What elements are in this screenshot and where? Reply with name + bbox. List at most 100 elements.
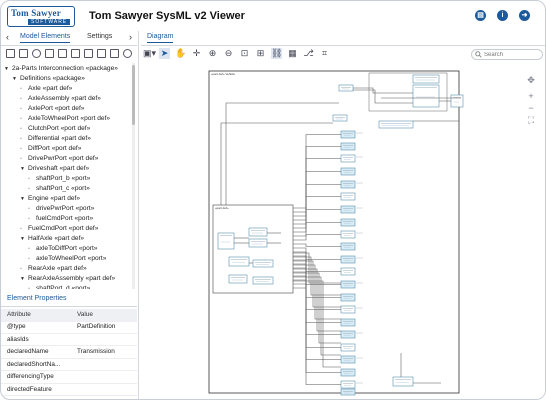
table-icon[interactable]: [84, 49, 93, 58]
document-icon[interactable]: ▤: [475, 10, 486, 21]
diagram-node[interactable]: [252, 276, 274, 285]
diagram-node[interactable]: [340, 130, 356, 139]
diagram-node[interactable]: [392, 376, 414, 387]
diagram-node[interactable]: [340, 280, 356, 289]
pan-icon[interactable]: ✋: [175, 48, 187, 58]
orthogonal-icon[interactable]: ⌗: [321, 48, 328, 58]
tab-settings[interactable]: Settings: [87, 33, 113, 40]
diagram-node[interactable]: [340, 368, 356, 377]
locate-icon[interactable]: [32, 49, 41, 58]
tree-item[interactable]: ▼RearAxleAssembly «part def»: [20, 274, 115, 284]
tree-item[interactable]: ▫shaftPort_d «port»: [28, 284, 90, 289]
logout-icon[interactable]: ➜: [519, 10, 530, 21]
diagram-node[interactable]: [340, 293, 356, 302]
chevron-right-icon[interactable]: ›: [129, 32, 132, 42]
diagram-node[interactable]: [340, 255, 356, 264]
zoom-in-button[interactable]: +: [528, 91, 534, 101]
tree-item[interactable]: ▼2a-Parts Interconnection «package»: [4, 64, 118, 74]
tree-item[interactable]: ▼Driveshaft «part def»: [20, 164, 89, 174]
diagram-node[interactable]: [340, 355, 356, 364]
diagram-node[interactable]: [340, 305, 356, 314]
info-icon[interactable]: i: [497, 10, 508, 21]
diagram-node[interactable]: [252, 259, 274, 268]
search-icon[interactable]: [123, 49, 132, 58]
diagram-node[interactable]: [340, 230, 356, 239]
tree-item[interactable]: ▫fuelCmdPort «port»: [28, 214, 93, 224]
tree-item[interactable]: ▼HalfAxle «part def»: [20, 234, 84, 244]
diagram-node[interactable]: [340, 218, 356, 227]
hierarchy-icon[interactable]: ⎇: [303, 48, 314, 58]
diagram-node[interactable]: [340, 388, 356, 396]
tree-scrollbar[interactable]: [132, 63, 135, 289]
diagram-node[interactable]: [340, 318, 356, 327]
grid-icon[interactable]: [71, 49, 80, 58]
expand-toggle-icon[interactable]: ▼: [20, 236, 25, 242]
diagram-node[interactable]: [340, 242, 356, 251]
scrollbar-thumb[interactable]: [132, 65, 135, 125]
diagram-node[interactable]: [340, 154, 356, 163]
tree-item[interactable]: ▫AxlePort «port def»: [20, 104, 84, 114]
expand-toggle-icon[interactable]: ▼: [4, 66, 9, 72]
diagram-node[interactable]: [450, 94, 464, 108]
diagram-node[interactable]: [338, 84, 354, 92]
tree-item[interactable]: ▫shaftPort_c «port»: [28, 184, 90, 194]
diagram-node[interactable]: [412, 74, 440, 84]
diagram-node[interactable]: [248, 227, 268, 237]
diagram-node[interactable]: [340, 180, 356, 189]
tree-item[interactable]: ▫axleToWheelPort «port»: [28, 254, 106, 264]
tree-item[interactable]: ▫AxleToWheelPort «port def»: [20, 114, 110, 124]
tree-view-icon[interactable]: [110, 49, 119, 58]
tree-item[interactable]: ▫ClutchPort «port def»: [20, 124, 90, 134]
tree-item[interactable]: ▫DrivePwrPort «port def»: [20, 154, 98, 164]
list-icon[interactable]: [58, 49, 67, 58]
expand-toggle-icon[interactable]: ▼: [20, 196, 25, 202]
zoom-selection-icon[interactable]: ⊞: [256, 48, 265, 58]
property-row[interactable]: directedFeature: [1, 384, 137, 396]
diagram-node[interactable]: [228, 274, 248, 284]
diagram-node[interactable]: [340, 167, 356, 176]
zoom-fit-icon[interactable]: ⊡: [240, 48, 249, 58]
expand-toggle-icon[interactable]: ▼: [12, 76, 17, 82]
expand-all-icon[interactable]: [6, 49, 15, 58]
diagram-node[interactable]: [340, 267, 356, 276]
property-row[interactable]: aliasIds: [1, 334, 137, 346]
sort-icon[interactable]: [97, 49, 106, 58]
panel-divider[interactable]: [138, 31, 139, 399]
move-icon[interactable]: ✛: [192, 48, 201, 58]
tree-item[interactable]: ▫axleToDiffPort «port»: [28, 244, 97, 254]
search-box[interactable]: [471, 49, 543, 60]
tree-item[interactable]: ▫DiffPort «port def»: [20, 144, 81, 154]
tree-item[interactable]: ▼Engine «part def»: [20, 194, 80, 204]
chevron-left-icon[interactable]: ‹: [6, 32, 9, 42]
diagram-canvas[interactable]: «part def» Vehicle«part def» ✥ + − ⛶: [141, 63, 545, 399]
diagram-node[interactable]: [332, 114, 348, 122]
diagram-node[interactable]: [340, 330, 356, 339]
fit-view-icon[interactable]: ⛶: [527, 115, 535, 125]
zoom-out-button[interactable]: −: [528, 103, 534, 113]
property-row[interactable]: differencingType: [1, 371, 137, 384]
sysml-diagram[interactable]: «part def» Vehicle«part def»: [141, 63, 545, 399]
diagram-node[interactable]: [412, 84, 440, 108]
collapse-all-icon[interactable]: [19, 49, 28, 58]
diagram-node[interactable]: [217, 232, 235, 250]
tree-item[interactable]: ▫FuelCmdPort «port def»: [20, 224, 98, 234]
tree-item[interactable]: ▫drivePwrPort «port»: [28, 204, 94, 214]
diagram-node[interactable]: [228, 256, 250, 267]
zoom-in-icon[interactable]: ⊕: [208, 48, 217, 58]
diagram-node[interactable]: [340, 205, 356, 214]
search-input[interactable]: [484, 50, 536, 59]
tree-item[interactable]: ▫AxleAssembly «part def»: [20, 94, 101, 104]
expand-toggle-icon[interactable]: ▼: [20, 276, 25, 282]
diagram-node[interactable]: [340, 343, 356, 352]
expand-toggle-icon[interactable]: ▼: [20, 166, 25, 172]
tab-model-elements[interactable]: Model Elements: [20, 33, 71, 43]
layout-icon[interactable]: ▣▾: [143, 48, 157, 58]
tree-item[interactable]: ▫Axle «part def»: [20, 84, 72, 94]
link-icon[interactable]: ⛓: [271, 48, 283, 59]
tab-diagram[interactable]: Diagram: [147, 33, 174, 43]
diagram-node[interactable]: [248, 238, 268, 248]
filter-icon[interactable]: [45, 49, 54, 58]
pointer-icon[interactable]: ➤: [159, 48, 170, 59]
